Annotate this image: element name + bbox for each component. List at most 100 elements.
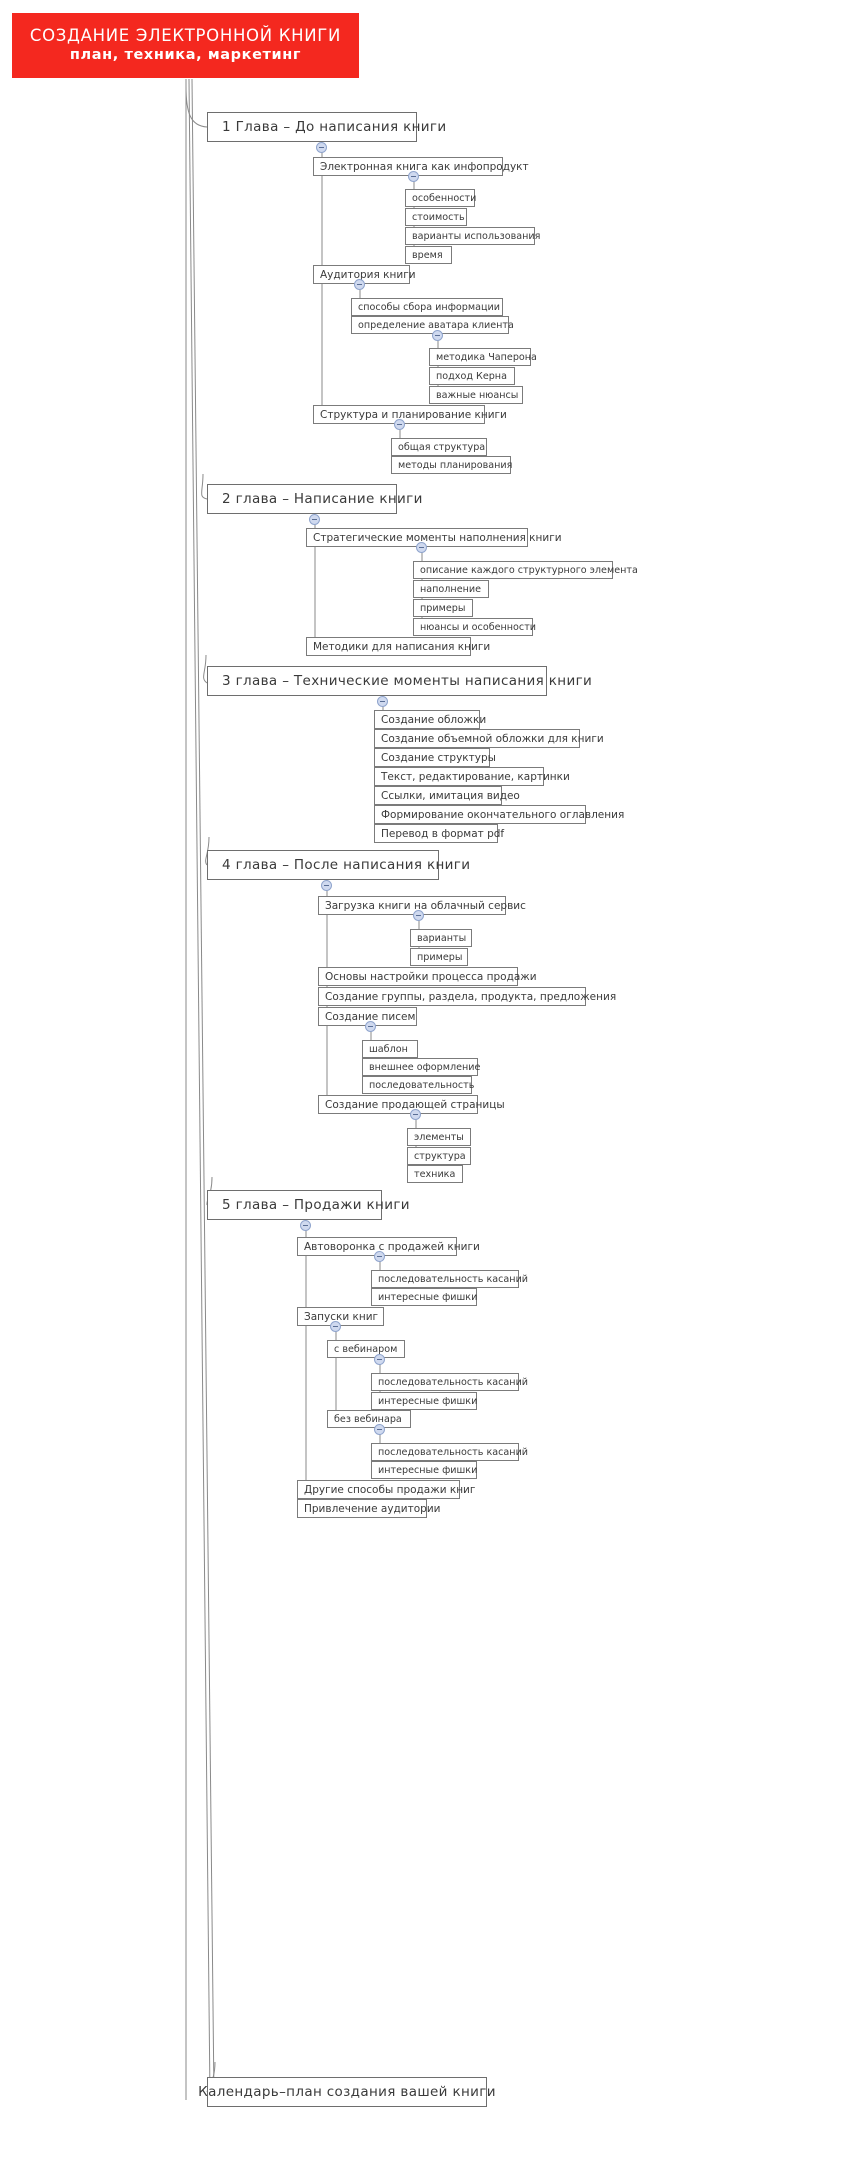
node-1-2-2[interactable]: определение аватара клиента bbox=[351, 316, 514, 334]
node-1-1-2[interactable]: стоимость bbox=[405, 208, 467, 226]
collapse-toggle-icon[interactable] bbox=[377, 696, 388, 707]
node-2-1[interactable]: Стратегические моменты наполнения книги bbox=[306, 528, 562, 547]
collapse-toggle-icon[interactable] bbox=[374, 1424, 385, 1435]
node-label: Создание продающей страницы bbox=[325, 1098, 505, 1111]
node-1-3-2[interactable]: методы планирования bbox=[391, 456, 513, 474]
node-4-2[interactable]: Основы настройки процесса продажи bbox=[318, 967, 537, 986]
node-2-1-3[interactable]: примеры bbox=[413, 599, 473, 617]
node-label: методика Чаперона bbox=[436, 351, 537, 363]
node-label: примеры bbox=[420, 602, 466, 614]
node-label: Текст, редактирование, картинки bbox=[381, 770, 570, 783]
node-label: последовательность касаний bbox=[378, 1446, 529, 1458]
node-5-2-2[interactable]: без вебинара bbox=[327, 1410, 411, 1428]
node-1-2-2-1[interactable]: методика Чаперона bbox=[429, 348, 537, 366]
node-4-5-1[interactable]: элементы bbox=[407, 1128, 471, 1146]
node-3-3[interactable]: Создание структуры bbox=[374, 748, 496, 767]
chapter-node-5[interactable]: 5 глава – Продажи книги bbox=[207, 1190, 410, 1220]
node-label: Автоворонка с продажей книги bbox=[304, 1240, 480, 1253]
node-5-2-2-1[interactable]: последовательность касаний bbox=[371, 1443, 528, 1461]
node-4-5-2[interactable]: структура bbox=[407, 1147, 471, 1165]
node-2-1-2[interactable]: наполнение bbox=[413, 580, 489, 598]
node-2-2[interactable]: Методики для написания книги bbox=[306, 637, 490, 656]
footer-node[interactable]: Календарь–план создания вашей книги bbox=[198, 2077, 495, 2107]
node-label: Перевод в формат pdf bbox=[381, 827, 505, 840]
collapse-toggle-icon[interactable] bbox=[416, 542, 427, 553]
collapse-toggle-icon[interactable] bbox=[316, 142, 327, 153]
node-4-1-1[interactable]: варианты bbox=[410, 929, 472, 947]
node-4-1[interactable]: Загрузка книги на облачный сервис bbox=[318, 896, 526, 915]
node-1-2-1[interactable]: способы сбора информации bbox=[351, 298, 503, 316]
node-4-5-3[interactable]: техника bbox=[407, 1165, 463, 1183]
root-title-banner: СОЗДАНИЕ ЭЛЕКТРОННОЙ КНИГИ план, техника… bbox=[12, 13, 359, 78]
node-3-4[interactable]: Текст, редактирование, картинки bbox=[374, 767, 570, 786]
root-title-line1: СОЗДАНИЕ ЭЛЕКТРОННОЙ КНИГИ bbox=[29, 26, 342, 45]
node-1-3-1[interactable]: общая структура bbox=[391, 438, 487, 456]
node-4-1-2[interactable]: примеры bbox=[410, 948, 468, 966]
node-3-5[interactable]: Ссылки, имитация видео bbox=[374, 786, 520, 805]
node-2-1-4[interactable]: нюансы и особенности bbox=[413, 618, 536, 636]
node-label: Методики для написания книги bbox=[313, 640, 491, 653]
chapter-node-2[interactable]: 2 глава – Написание книги bbox=[207, 484, 422, 514]
node-label: последовательность bbox=[369, 1079, 475, 1091]
chapter-node-4[interactable]: 4 глава – После написания книги bbox=[207, 850, 470, 880]
node-label: наполнение bbox=[420, 583, 482, 595]
node-label: Электронная книга как инфопродукт bbox=[320, 160, 529, 173]
node-label: способы сбора информации bbox=[358, 301, 500, 313]
node-label: с вебинаром bbox=[334, 1343, 398, 1355]
collapse-toggle-icon[interactable] bbox=[432, 330, 443, 341]
node-1-1-4[interactable]: время bbox=[405, 246, 452, 264]
collapse-toggle-icon[interactable] bbox=[413, 910, 424, 921]
node-5-2-2-2[interactable]: интересные фишки bbox=[371, 1461, 477, 1479]
node-5-1[interactable]: Автоворонка с продажей книги bbox=[297, 1237, 480, 1256]
chapter-node-1[interactable]: 1 Глава – До написания книги bbox=[207, 112, 446, 142]
collapse-toggle-icon[interactable] bbox=[365, 1021, 376, 1032]
node-5-1-2[interactable]: интересные фишки bbox=[371, 1288, 477, 1306]
node-5-3[interactable]: Другие способы продажи книг bbox=[297, 1480, 475, 1499]
node-1-1-1[interactable]: особенности bbox=[405, 189, 476, 207]
node-label: 5 глава – Продажи книги bbox=[222, 1197, 410, 1213]
node-label: без вебинара bbox=[334, 1413, 402, 1425]
collapse-toggle-icon[interactable] bbox=[374, 1251, 385, 1262]
node-4-5[interactable]: Создание продающей страницы bbox=[318, 1095, 505, 1114]
node-1-1[interactable]: Электронная книга как инфопродукт bbox=[313, 157, 529, 176]
node-4-4-1[interactable]: шаблон bbox=[362, 1040, 418, 1058]
collapse-toggle-icon[interactable] bbox=[330, 1321, 341, 1332]
node-5-2-1[interactable]: с вебинаром bbox=[327, 1340, 405, 1358]
node-5-2-1-2[interactable]: интересные фишки bbox=[371, 1392, 477, 1410]
node-label: методы планирования bbox=[398, 459, 513, 471]
node-4-4-3[interactable]: последовательность bbox=[362, 1076, 475, 1094]
collapse-toggle-icon[interactable] bbox=[300, 1220, 311, 1231]
node-5-1-1[interactable]: последовательность касаний bbox=[371, 1270, 528, 1288]
node-4-4[interactable]: Создание писем bbox=[318, 1007, 417, 1026]
collapse-toggle-icon[interactable] bbox=[309, 514, 320, 525]
collapse-toggle-icon[interactable] bbox=[321, 880, 332, 891]
node-5-4[interactable]: Привлечение аудитории bbox=[297, 1499, 440, 1518]
collapse-toggle-icon[interactable] bbox=[374, 1354, 385, 1365]
collapse-toggle-icon[interactable] bbox=[410, 1109, 421, 1120]
node-2-1-1[interactable]: описание каждого структурного элемента bbox=[413, 561, 638, 579]
chapter-node-3[interactable]: 3 глава – Технические моменты написания … bbox=[207, 666, 592, 696]
node-4-4-2[interactable]: внешнее оформление bbox=[362, 1058, 480, 1076]
node-label: структура bbox=[414, 1150, 466, 1162]
collapse-toggle-icon[interactable] bbox=[354, 279, 365, 290]
node-label: Загрузка книги на облачный сервис bbox=[325, 899, 526, 912]
collapse-toggle-icon[interactable] bbox=[408, 171, 419, 182]
node-3-6[interactable]: Формирование окончательного оглавления bbox=[374, 805, 624, 824]
node-label: Запуски книг bbox=[304, 1310, 379, 1323]
node-1-2-2-3[interactable]: важные нюансы bbox=[429, 386, 523, 404]
node-1-1-3[interactable]: варианты использования bbox=[405, 227, 540, 245]
node-5-2[interactable]: Запуски книг bbox=[297, 1307, 384, 1326]
node-5-2-1-1[interactable]: последовательность касаний bbox=[371, 1373, 528, 1391]
collapse-toggle-icon[interactable] bbox=[394, 419, 405, 430]
node-3-2[interactable]: Создание объемной обложки для книги bbox=[374, 729, 604, 748]
node-label: варианты bbox=[417, 932, 467, 944]
node-label: подход Керна bbox=[436, 370, 507, 382]
node-label: Ссылки, имитация видео bbox=[381, 789, 520, 802]
node-1-2[interactable]: Аудитория книги bbox=[313, 265, 416, 284]
node-3-1[interactable]: Создание обложки bbox=[374, 710, 486, 729]
node-label: Структура и планирование книги bbox=[320, 408, 507, 421]
node-1-2-2-2[interactable]: подход Керна bbox=[429, 367, 515, 385]
node-3-7[interactable]: Перевод в формат pdf bbox=[374, 824, 504, 843]
node-label: Привлечение аудитории bbox=[304, 1502, 441, 1515]
node-4-3[interactable]: Создание группы, раздела, продукта, пред… bbox=[318, 987, 616, 1006]
